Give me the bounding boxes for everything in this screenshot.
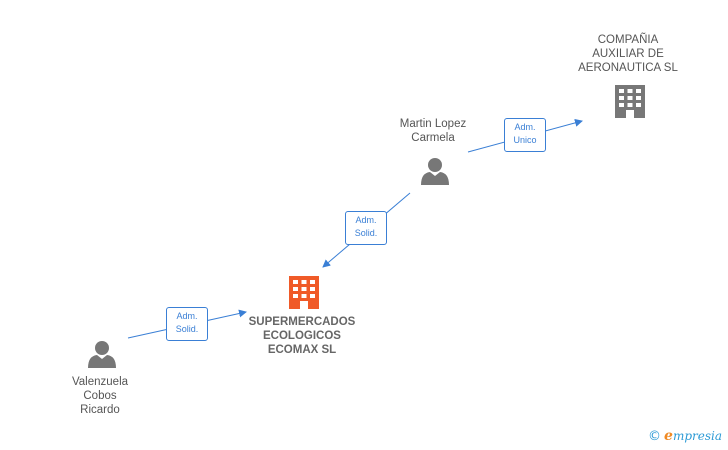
person-valenzuela-name[interactable]: Valenzuela Cobos Ricardo	[71, 376, 129, 416]
person-martin-name[interactable]: Martin Lopez Carmela	[399, 118, 467, 144]
brand-rest: mpresia	[672, 429, 722, 443]
building-icon[interactable]	[289, 276, 319, 309]
building-icon[interactable]	[615, 85, 645, 118]
copyright-icon: ©	[648, 429, 662, 444]
empresia-logo: ©empresia	[648, 428, 722, 444]
edge-label-adm-solid: Adm. Solid.	[345, 211, 387, 245]
edge-label-adm-unico: Adm. Unico	[504, 118, 546, 152]
edge-label-adm-solid: Adm. Solid.	[166, 307, 208, 341]
company-top-name[interactable]: COMPAÑIA AUXILIAR DE AERONAUTICA SL	[578, 34, 678, 74]
person-icon[interactable]	[88, 341, 116, 368]
company-main-name[interactable]: SUPERMERCADOS ECOLOGICOS ECOMAX SL	[248, 316, 356, 356]
brand-e: e	[664, 428, 673, 444]
person-icon[interactable]	[421, 158, 449, 185]
